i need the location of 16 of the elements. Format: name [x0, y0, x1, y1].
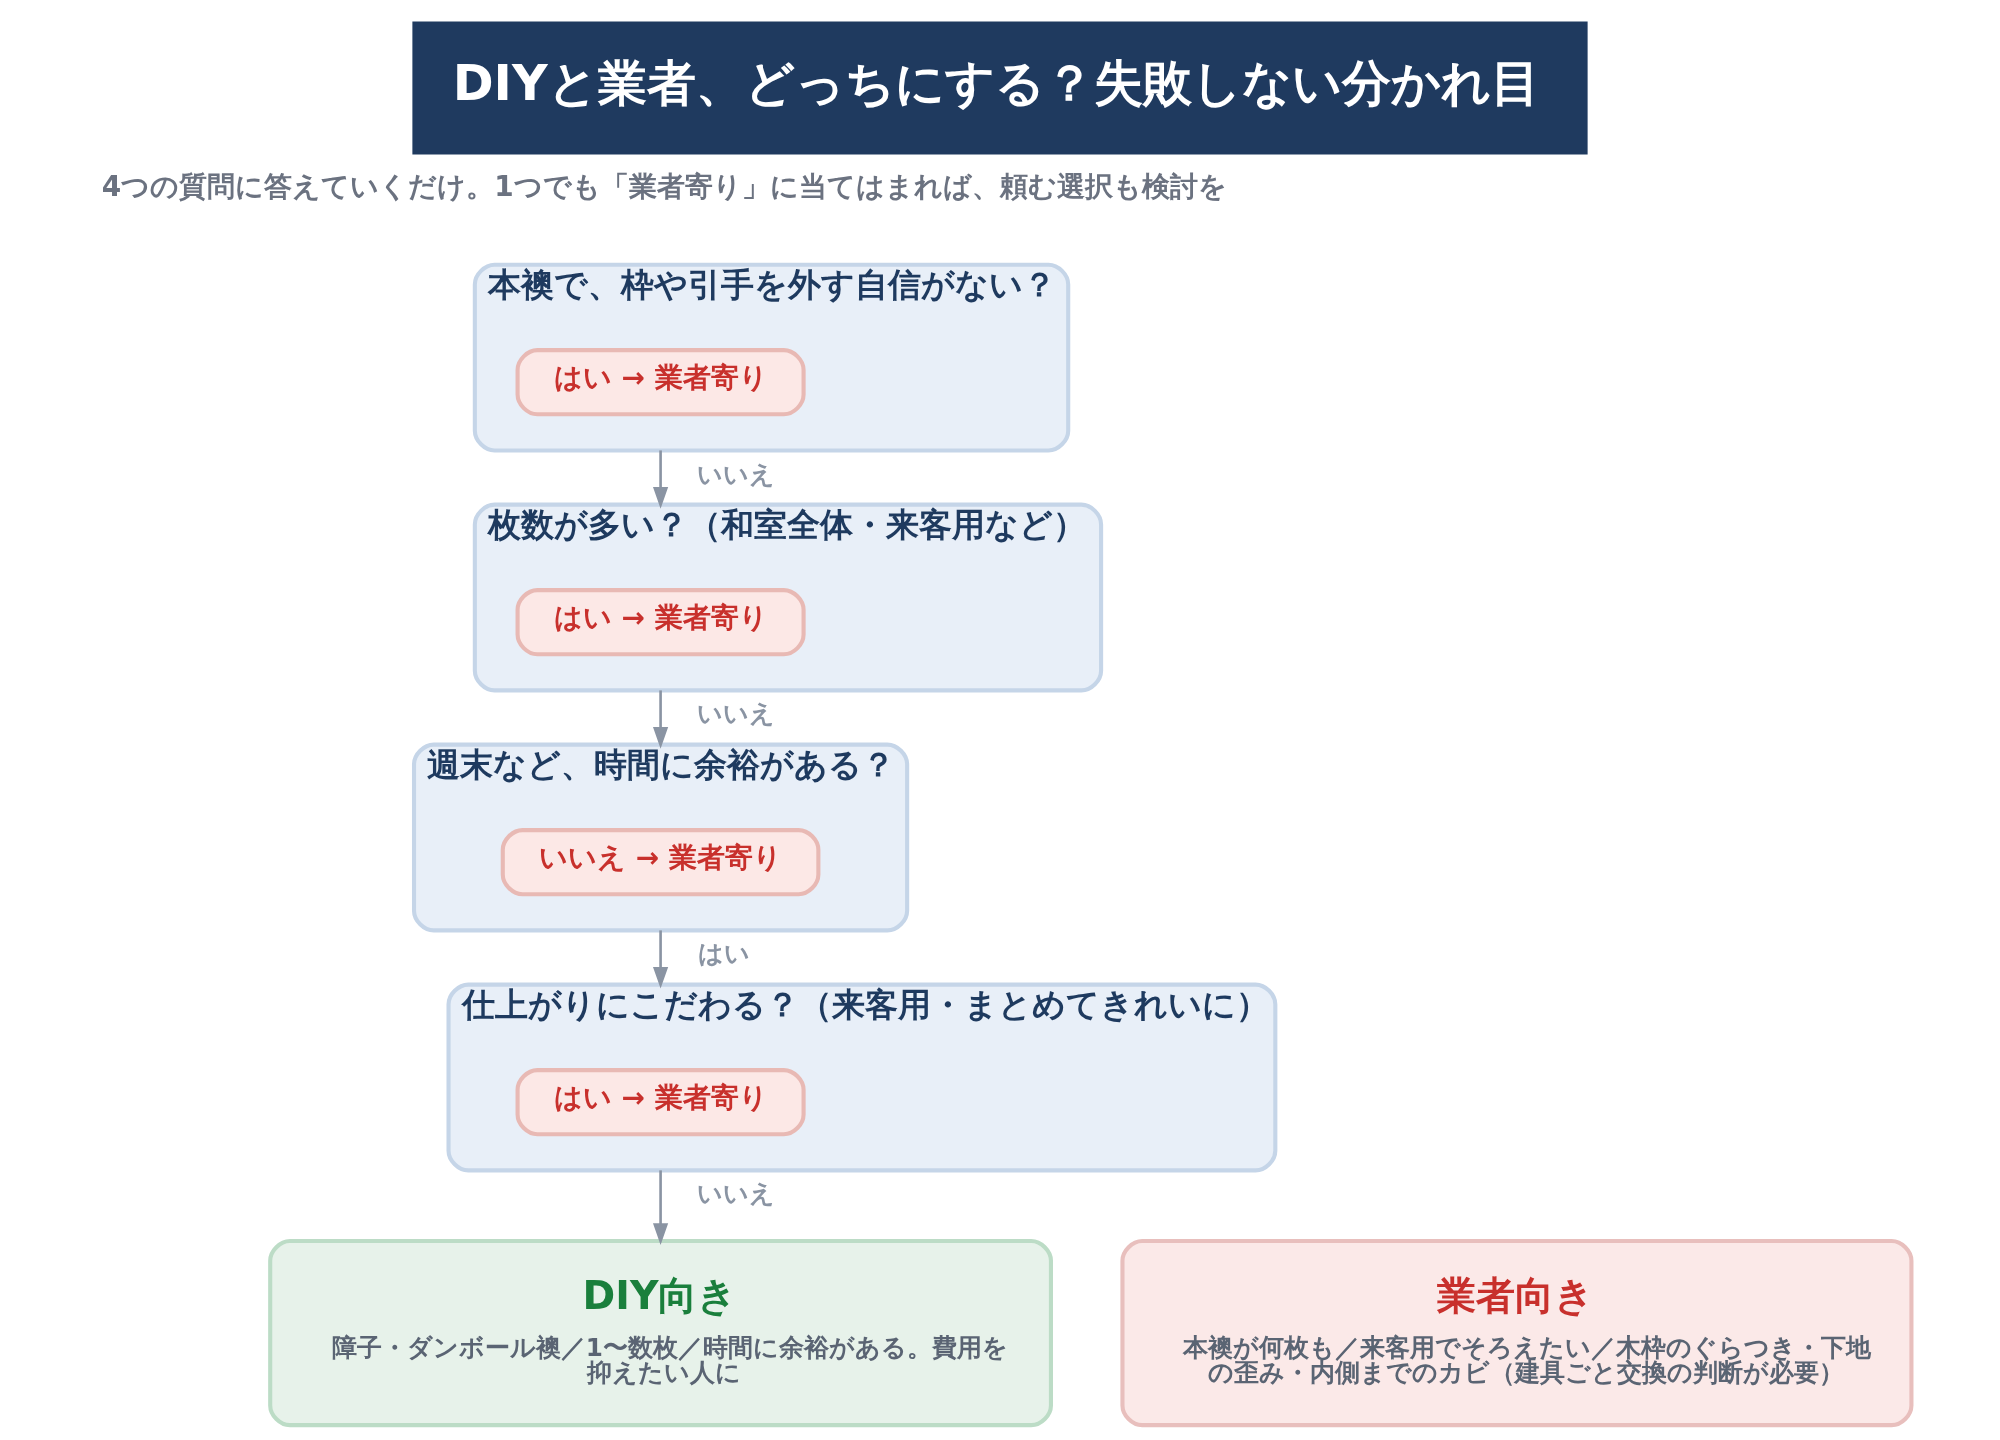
edge-label: いいえ: [696, 459, 775, 489]
node-box: はい → 業者寄り: [515, 588, 806, 657]
arrow: [652, 930, 669, 989]
edge-label: いいえ: [696, 1179, 775, 1209]
node-box: はい → 業者寄り: [515, 348, 806, 417]
node-box: DIY向き 障子・ダンボール襖／1〜数枚／時間に余裕がある。費用を抑えたい人に: [268, 1239, 1053, 1428]
edge-label: いいえ: [696, 699, 775, 729]
edge-label: はい: [697, 939, 750, 969]
label: 4つの質問に答えていくだけ。1つでも「業者寄り」に当てはまれば、頼む選択も検討を: [101, 169, 1227, 203]
node-box: 業者向き 本襖が何枚も／来客用でそろえたい／木枠のぐらつき・下地の歪み・内側までのカビ（建具ごと交換の判断が必要）: [1120, 1239, 1914, 1428]
diagram-title: DIYと業者、どっちにする？失敗しない分かれ目: [452, 53, 1540, 112]
arrow: [652, 1170, 669, 1245]
node-box: いいえ → 業者寄り: [500, 828, 821, 897]
arrow: [652, 690, 669, 749]
arrow: [652, 450, 669, 509]
node-box: はい → 業者寄り: [515, 1068, 806, 1137]
